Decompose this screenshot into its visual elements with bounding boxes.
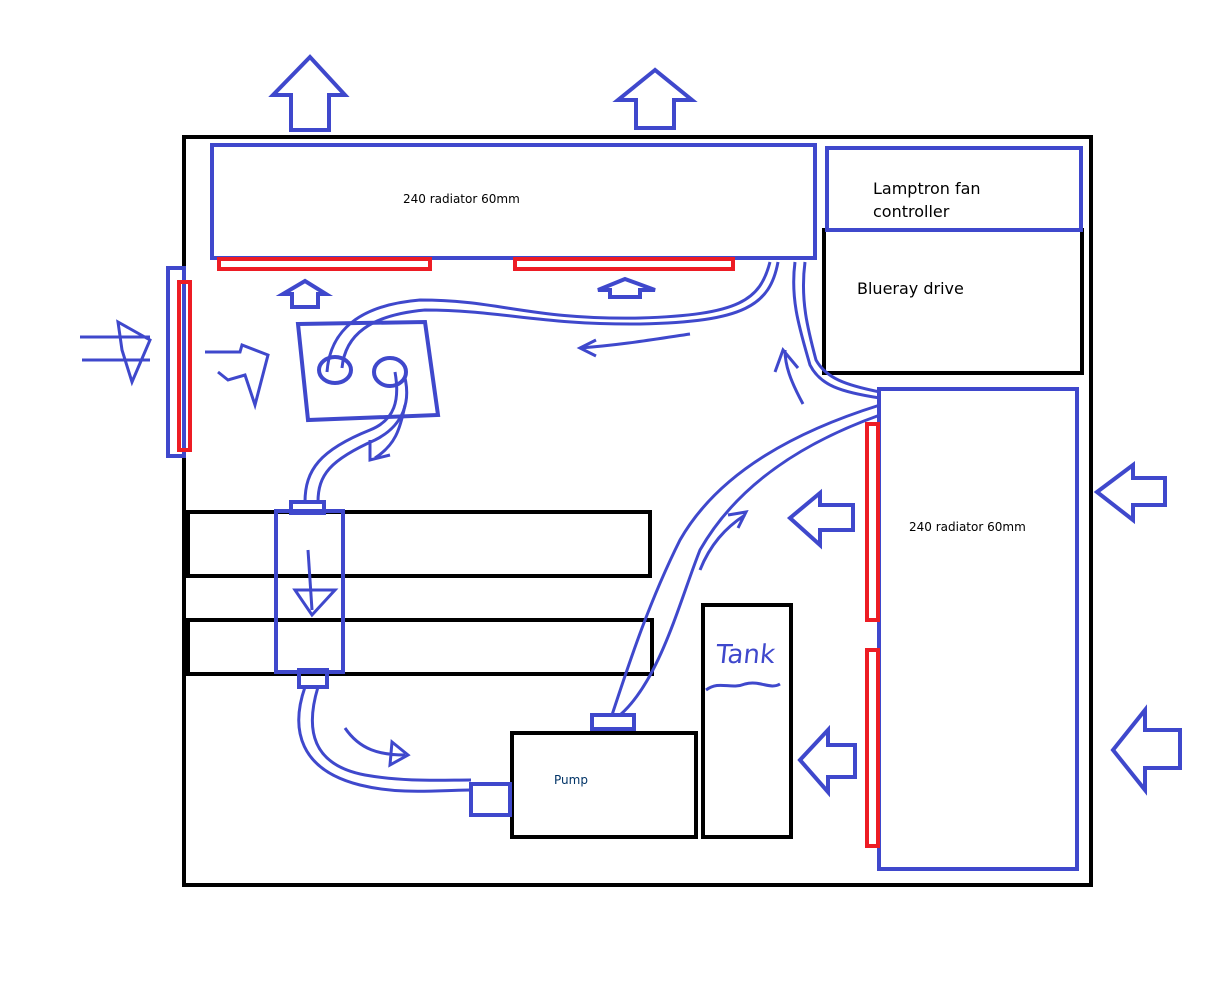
pump-inlet [469, 782, 512, 817]
rear-fan-frame [166, 266, 186, 458]
side-radiator [877, 387, 1079, 871]
side-fan-1 [865, 422, 880, 622]
flow-arrows [80, 319, 805, 768]
fan-arrow-up-1 [275, 278, 334, 309]
pump-outlet [590, 713, 636, 731]
gpu-inlet [289, 500, 326, 515]
optical-drive-label: Blueray drive [857, 279, 964, 298]
side-fan-2 [865, 648, 880, 848]
case-outline [182, 135, 1093, 887]
tank-box [701, 603, 793, 839]
tank-label: Tank [714, 640, 777, 670]
inner-arrow-1 [786, 488, 855, 550]
airflow-arrows [268, 54, 1182, 798]
top-fan-2 [513, 257, 735, 271]
fan-arrow-up-2 [597, 276, 656, 299]
pump-label: Pump [554, 773, 588, 787]
pump-box [510, 731, 698, 839]
top-fan-1 [217, 257, 432, 271]
fan-controller-box [825, 146, 1083, 232]
intake-arrow-1 [1093, 461, 1167, 525]
optical-drive-box [822, 228, 1084, 375]
top-radiator-label: 240 radiator 60mm [403, 192, 520, 206]
fan-controller-label: Lamptron fan controller [873, 179, 981, 221]
cpu-fitting-2 [372, 356, 408, 388]
inner-arrow-2 [797, 724, 857, 798]
rear-fan [177, 280, 192, 452]
tubing [297, 261, 881, 793]
intake-arrow-2 [1110, 704, 1182, 796]
drive-bay-1 [186, 510, 652, 578]
cpu-fitting-1 [317, 355, 353, 385]
exhaust-arrow-2 [612, 67, 698, 130]
gpu-outlet [297, 668, 329, 689]
side-radiator-label: 240 radiator 60mm [909, 520, 1026, 534]
cpu-block [295, 319, 441, 423]
exhaust-arrow-1 [268, 54, 350, 132]
drive-bay-2 [186, 618, 654, 676]
